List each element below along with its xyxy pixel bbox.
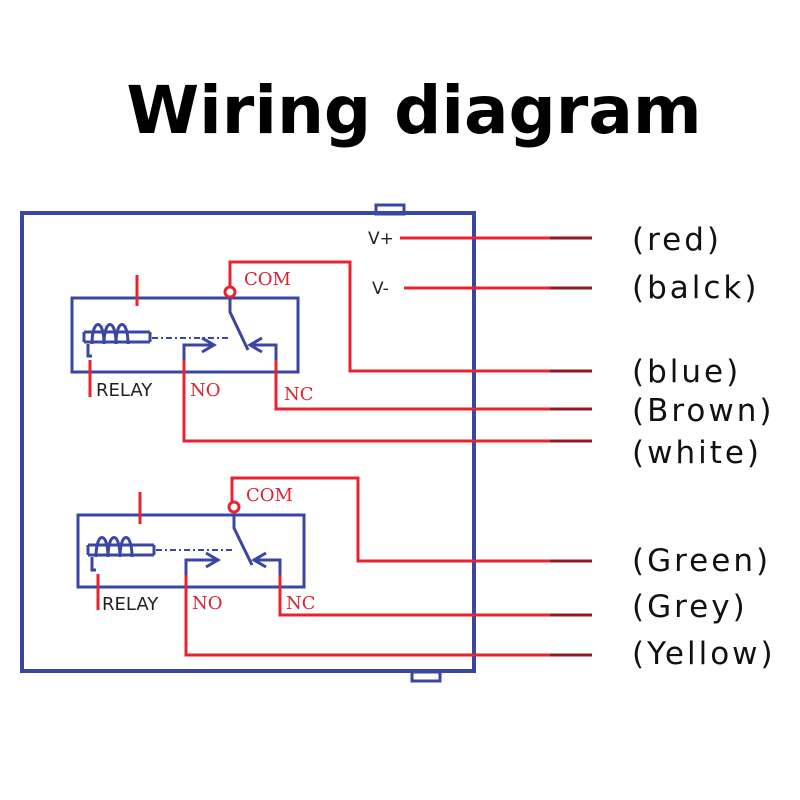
page-title: Wiring diagram (126, 72, 701, 149)
nc-label: NC (286, 593, 316, 614)
coil-icon (86, 536, 156, 572)
switch-arm-icon (182, 298, 278, 360)
wire-label-white: (white) (632, 435, 762, 471)
wire-label-brown: (Brown) (632, 393, 775, 429)
wire-labels: (red) (balck) (blue) (Brown) (white) (Gr… (632, 222, 776, 672)
wire-label-yellow: (Yellow) (632, 636, 776, 672)
relay-label: RELAY (96, 380, 153, 401)
wire-label-grey: (Grey) (632, 589, 748, 625)
coil-icon (82, 323, 152, 358)
switch-arm-icon (184, 515, 282, 575)
relay-2: COM RELAY NO NC (76, 476, 550, 657)
no-label: NO (190, 380, 221, 401)
v-minus-label: V- (372, 279, 389, 299)
wire-label-black: (balck) (632, 270, 759, 306)
wire-label-blue: (blue) (632, 354, 741, 390)
com-label: COM (244, 269, 291, 290)
nc-label: NC (284, 384, 314, 405)
wire-label-green: (Green) (632, 543, 771, 579)
wire-tails (550, 236, 592, 657)
no-label: NO (192, 593, 223, 614)
power-terminals: V+ V- (368, 229, 550, 299)
wire-label-red: (red) (632, 222, 722, 258)
relay-1: COM RELAY NO NC (70, 260, 550, 443)
relay-label: RELAY (102, 594, 159, 615)
com-label: COM (246, 485, 293, 506)
v-plus-label: V+ (368, 229, 394, 249)
